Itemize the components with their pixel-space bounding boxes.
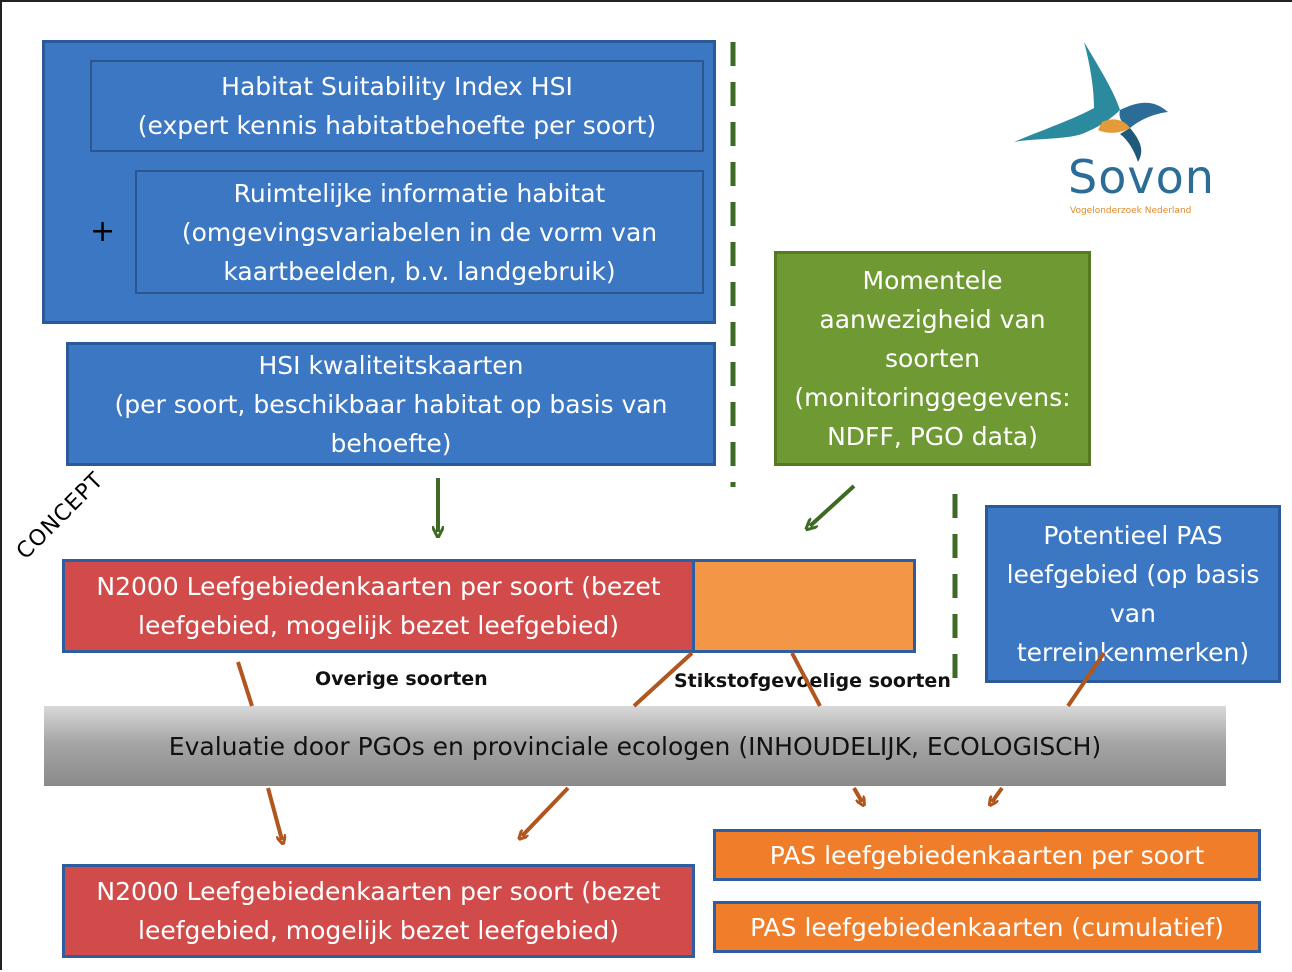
hsi-maps-text: HSI kwaliteitskaarten (per soort, beschi… (114, 350, 668, 458)
potential-pas-box: Potentieel PAS leefgebied (op basis van … (985, 505, 1281, 683)
arrow-eval-to-n2000-left (266, 787, 282, 840)
hsi-index-box: Habitat Suitability Index HSI (expert ke… (90, 60, 704, 152)
n2000-bottom-text: N2000 Leefgebiedenkaarten per soort (bez… (96, 877, 661, 945)
spatial-info-box: Ruimtelijke informatie habitat (omgeving… (135, 170, 704, 294)
potential-pas-text: Potentieel PAS leefgebied (op basis van … (1006, 521, 1260, 667)
sovon-bird-icon (1014, 42, 1168, 162)
arrow-eval-to-pas-right (992, 786, 1004, 802)
arrow-eval-to-n2000-right (522, 786, 570, 836)
other-species-label: Overige soorten (315, 668, 488, 690)
n2000-top-box: N2000 Leefgebiedenkaarten per soort (bez… (62, 559, 695, 653)
sovon-logo-text: Sovon (1068, 150, 1215, 204)
presence-text: Momentele aanwezigheid van soorten (moni… (794, 266, 1071, 451)
line-nitrogen-right (790, 652, 822, 707)
n2000-top-text: N2000 Leefgebiedenkaarten per soort (bez… (96, 572, 661, 640)
line-nitrogen-left (632, 651, 694, 708)
pas-per-species-box: PAS leefgebiedenkaarten per soort (713, 829, 1261, 881)
sovon-logo-tagline: Vogelonderzoek Nederland (1070, 206, 1192, 216)
hsi-maps-box: HSI kwaliteitskaarten (per soort, beschi… (66, 342, 716, 466)
nitrogen-sensitive-box (692, 559, 916, 653)
hsi-index-text: Habitat Suitability Index HSI (expert ke… (137, 72, 657, 140)
line-other-species (236, 661, 254, 707)
spatial-info-text: Ruimtelijke informatie habitat (omgeving… (181, 178, 658, 286)
pas-cumulative-box: PAS leefgebiedenkaarten (cumulatief) (713, 901, 1261, 953)
presence-box: Momentele aanwezigheid van soorten (moni… (774, 251, 1091, 466)
pas-per-species-text: PAS leefgebiedenkaarten per soort (769, 840, 1205, 870)
evaluation-bar: Evaluatie door PGOs en provinciale ecolo… (44, 706, 1226, 786)
evaluation-text: Evaluatie door PGOs en provinciale ecolo… (168, 731, 1102, 761)
n2000-bottom-box: N2000 Leefgebiedenkaarten per soort (bez… (62, 864, 695, 958)
arrow-eval-to-pas-left (852, 787, 862, 802)
nitrogen-sensitive-label: Stikstofgevoelige soorten (674, 670, 951, 692)
line-potential-pas (1066, 651, 1106, 708)
arrow-presence-to-n2000 (810, 484, 856, 526)
pas-cumulative-text: PAS leefgebiedenkaarten (cumulatief) (750, 912, 1224, 942)
plus-sign: + (90, 214, 116, 249)
